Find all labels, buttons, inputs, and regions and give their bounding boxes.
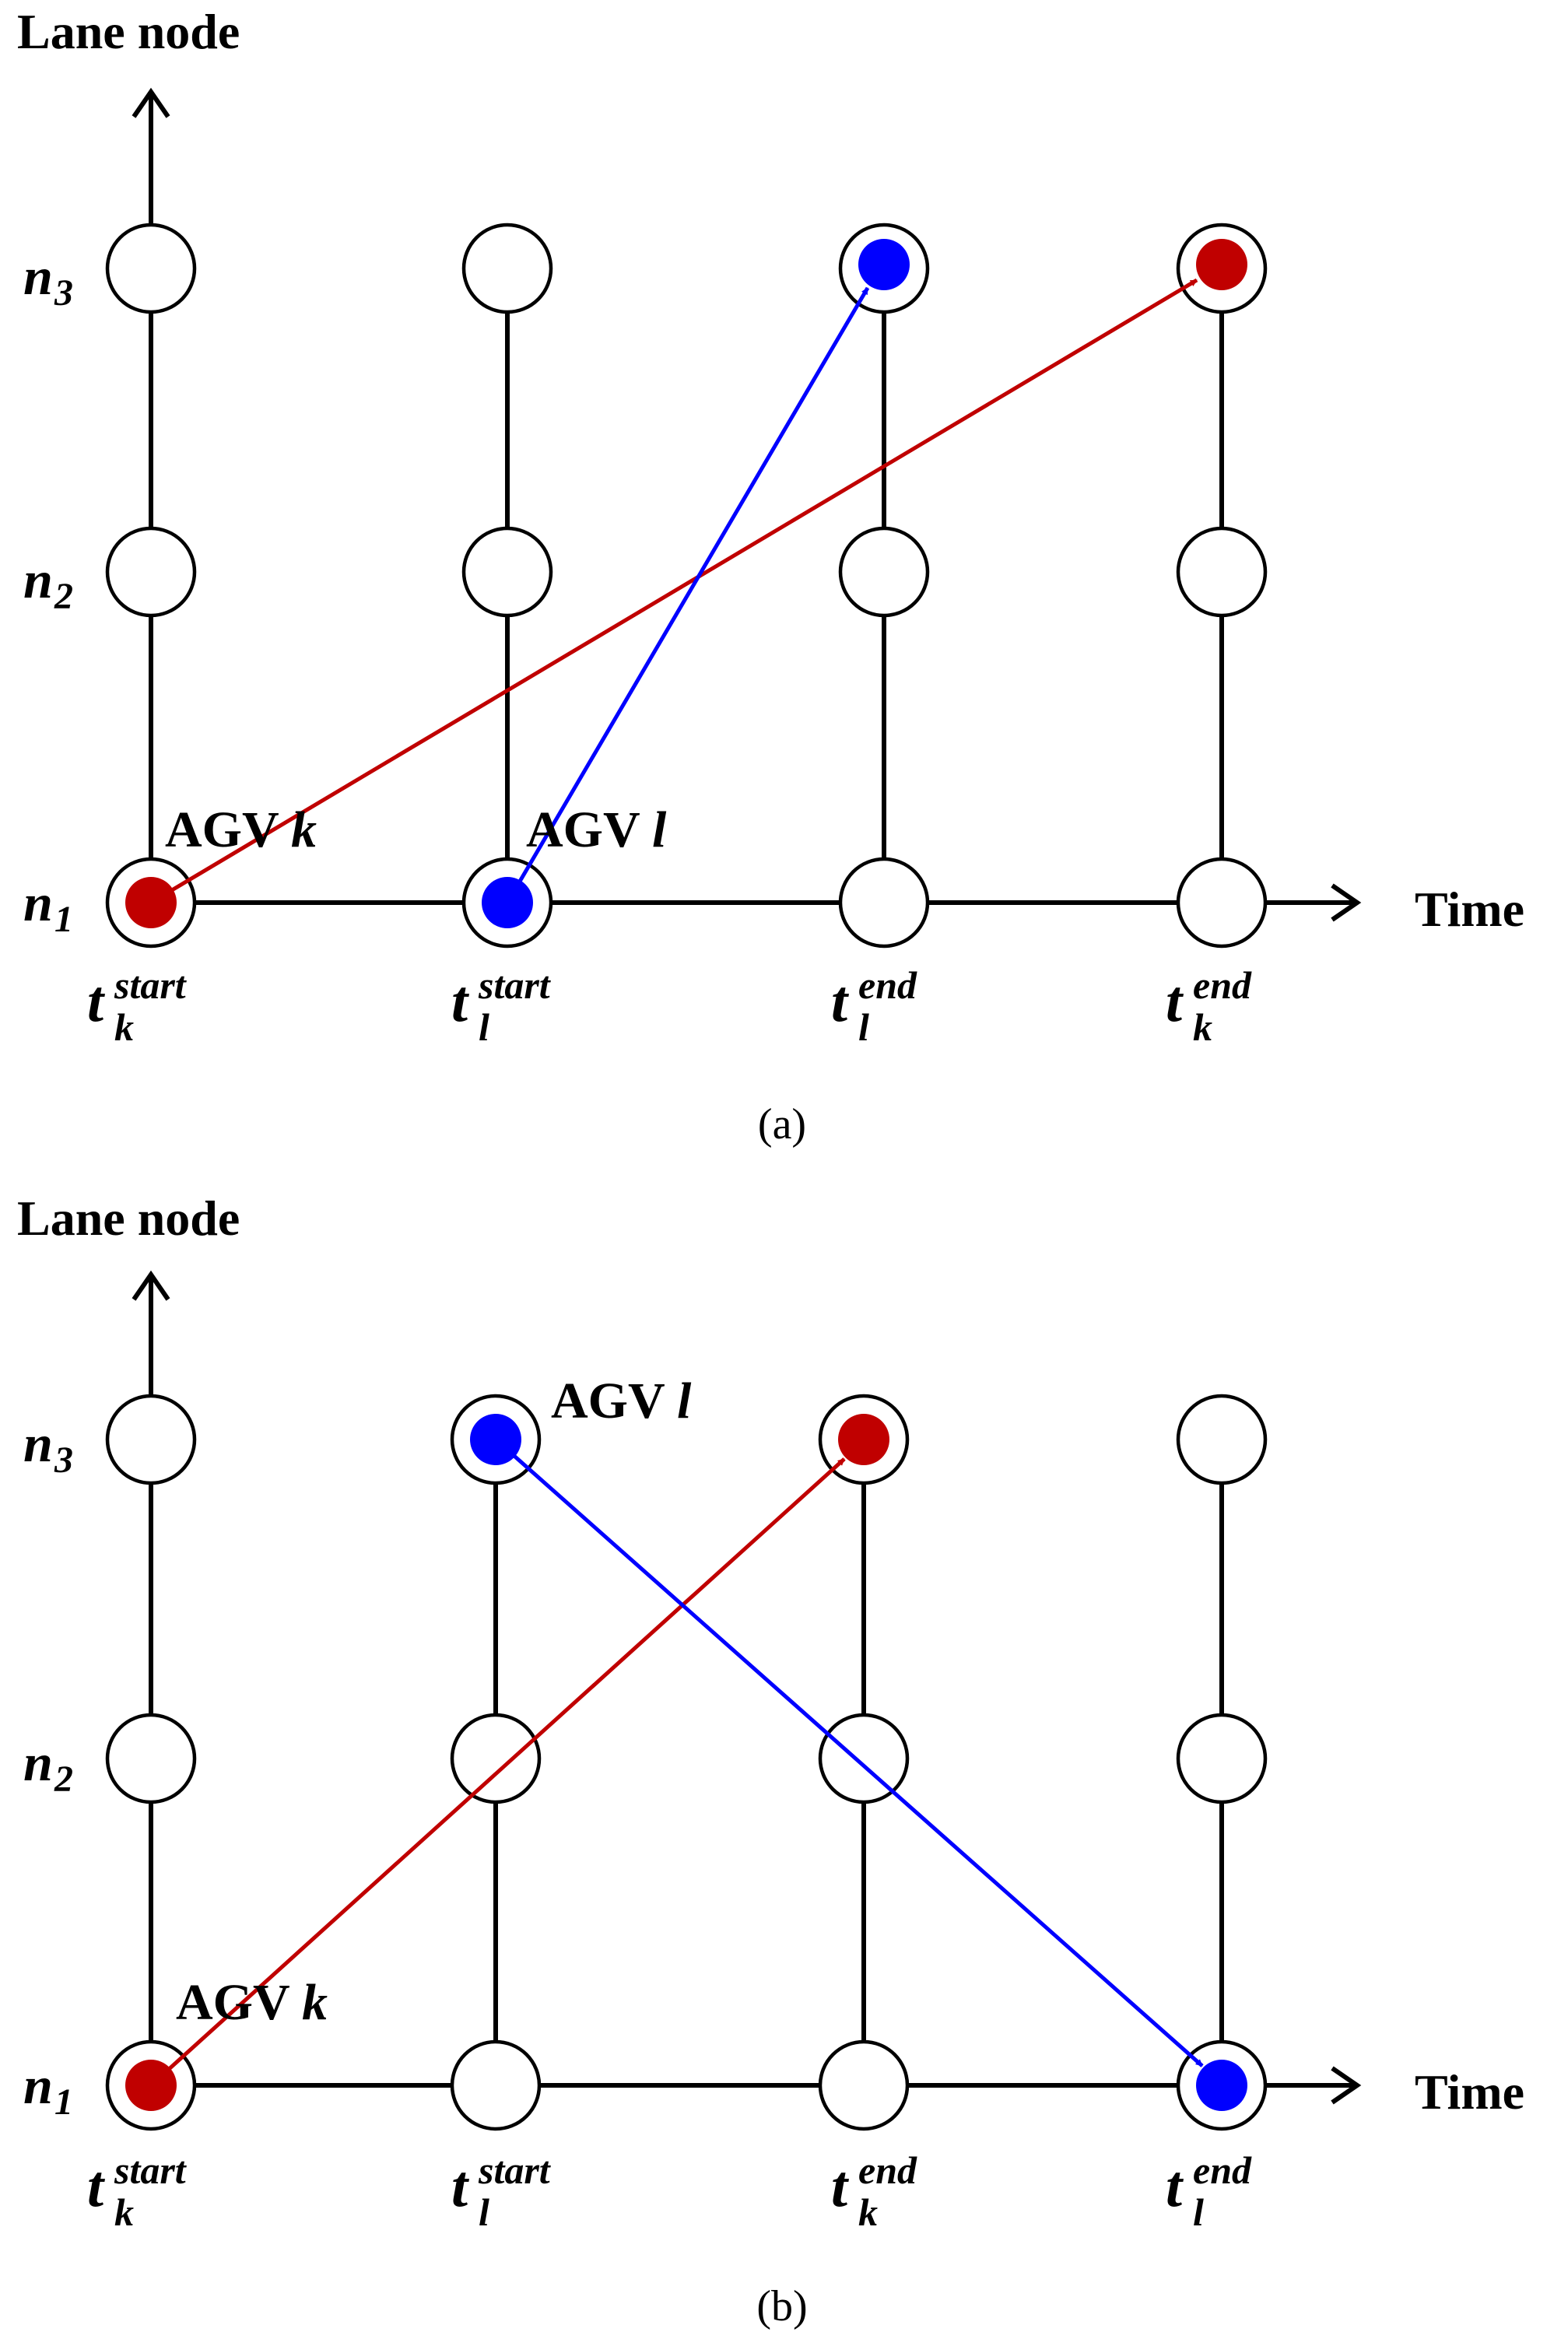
agv-l-label-a: AGV l xyxy=(526,801,667,858)
time-label-a-2: t start l xyxy=(451,963,552,1049)
x-axis-title-a: Time xyxy=(1415,882,1524,937)
time-label-a-3: t end l xyxy=(831,963,917,1049)
svg-text:1: 1 xyxy=(54,2081,73,2123)
y-axis-title-a: Lane node xyxy=(17,4,240,59)
svg-text:end: end xyxy=(1193,963,1252,1007)
node-label-b-n1: n 1 xyxy=(23,2056,73,2123)
svg-text:t: t xyxy=(1166,969,1184,1034)
y-axis-title-b: Lane node xyxy=(17,1191,240,1246)
node-a-t2-n2 xyxy=(461,526,553,618)
node-b-t2-n1 xyxy=(450,2039,542,2131)
agv-k-label-b: AGV k xyxy=(176,1974,328,2031)
svg-text:t: t xyxy=(831,969,850,1034)
svg-text:t: t xyxy=(1166,2154,1184,2219)
node-b-t4-n2 xyxy=(1176,1713,1268,1804)
x-axis-arrowhead-a xyxy=(1331,883,1362,922)
node-a-t3-n1 xyxy=(838,857,930,949)
time-label-b-2: t start l xyxy=(451,2148,552,2234)
panel-b: Lane node Time AGV k AGV l n 3 xyxy=(17,1191,1524,2330)
agv-l-label-b: AGV l xyxy=(551,1373,692,1429)
svg-text:start: start xyxy=(478,2148,552,2192)
svg-text:n: n xyxy=(23,873,53,932)
node-label-a-n1: n 1 xyxy=(23,873,73,940)
svg-text:n: n xyxy=(23,550,53,609)
svg-text:k: k xyxy=(114,2190,134,2234)
svg-text:k: k xyxy=(858,2190,878,2234)
node-a-t4-n1 xyxy=(1176,857,1268,949)
svg-text:end: end xyxy=(858,963,917,1007)
node-label-b-n3: n 3 xyxy=(23,1414,73,1481)
agv-l-trajectory-a xyxy=(505,286,870,904)
agv-k-label-a: AGV k xyxy=(165,801,317,858)
node-b-t1-n2 xyxy=(105,1713,197,1804)
time-label-b-4: t end l xyxy=(1166,2148,1252,2234)
agv-l-end-dot-b xyxy=(1196,2060,1247,2111)
panel-a: Lane node Time AGV k A xyxy=(17,4,1524,1148)
svg-text:start: start xyxy=(114,2148,188,2192)
time-label-b-1: t start k xyxy=(87,2148,188,2234)
svg-text:t: t xyxy=(451,2154,470,2219)
node-label-a-n2: n 2 xyxy=(23,550,73,617)
svg-text:end: end xyxy=(858,2148,917,2192)
svg-text:l: l xyxy=(479,1005,489,1049)
node-a-t3-n2 xyxy=(838,526,930,618)
y-axis-arrowhead-b xyxy=(132,1270,170,1301)
y-axis-arrowhead-a xyxy=(132,87,170,118)
node-a-t2-n3 xyxy=(461,223,553,314)
svg-text:k: k xyxy=(1193,1005,1212,1049)
node-a-t1-n2 xyxy=(105,526,197,618)
caption-b: (b) xyxy=(756,2282,807,2330)
x-axis-arrowhead-b xyxy=(1331,2066,1362,2105)
node-b-t2-n2 xyxy=(450,1713,542,1804)
agv-l-trajectory-b xyxy=(494,1438,1204,2067)
svg-text:t: t xyxy=(87,969,106,1034)
svg-text:l: l xyxy=(1193,2190,1204,2234)
svg-text:n: n xyxy=(23,247,53,306)
node-a-t4-n2 xyxy=(1176,526,1268,618)
svg-text:1: 1 xyxy=(54,899,73,940)
node-b-t3-n1 xyxy=(818,2039,910,2131)
caption-a: (a) xyxy=(758,1100,806,1148)
svg-text:n: n xyxy=(23,2056,53,2115)
svg-text:end: end xyxy=(1193,2148,1252,2192)
svg-text:3: 3 xyxy=(54,1440,73,1481)
svg-text:2: 2 xyxy=(54,1759,73,1800)
time-label-a-1: t start k xyxy=(87,963,188,1049)
svg-text:n: n xyxy=(23,1414,53,1473)
agv-k-end-dot-b xyxy=(838,1414,889,1465)
node-b-t3-n2 xyxy=(818,1713,910,1804)
node-b-t4-n3 xyxy=(1176,1394,1268,1485)
svg-text:l: l xyxy=(858,1005,869,1049)
node-b-t1-n3 xyxy=(105,1394,197,1485)
svg-text:start: start xyxy=(114,963,188,1007)
node-a-t1-n3 xyxy=(105,223,197,314)
svg-text:k: k xyxy=(114,1005,134,1049)
time-label-a-4: t end k xyxy=(1166,963,1252,1049)
node-label-a-n3: n 3 xyxy=(23,247,73,314)
svg-text:t: t xyxy=(87,2154,106,2219)
svg-text:t: t xyxy=(831,2154,850,2219)
x-axis-title-b: Time xyxy=(1415,2064,1524,2120)
agv-k-trajectory-a xyxy=(149,278,1198,905)
svg-text:t: t xyxy=(451,969,470,1034)
time-label-b-3: t end k xyxy=(831,2148,917,2234)
agv-k-trajectory-b xyxy=(149,1457,846,2087)
agv-l-end-dot-a xyxy=(858,239,910,290)
svg-text:3: 3 xyxy=(54,272,73,314)
svg-text:n: n xyxy=(23,1733,53,1792)
agv-k-end-dot-a xyxy=(1196,239,1247,290)
svg-text:start: start xyxy=(478,963,552,1007)
svg-text:l: l xyxy=(479,2190,489,2234)
svg-text:2: 2 xyxy=(54,576,73,617)
node-label-b-n2: n 2 xyxy=(23,1733,73,1800)
